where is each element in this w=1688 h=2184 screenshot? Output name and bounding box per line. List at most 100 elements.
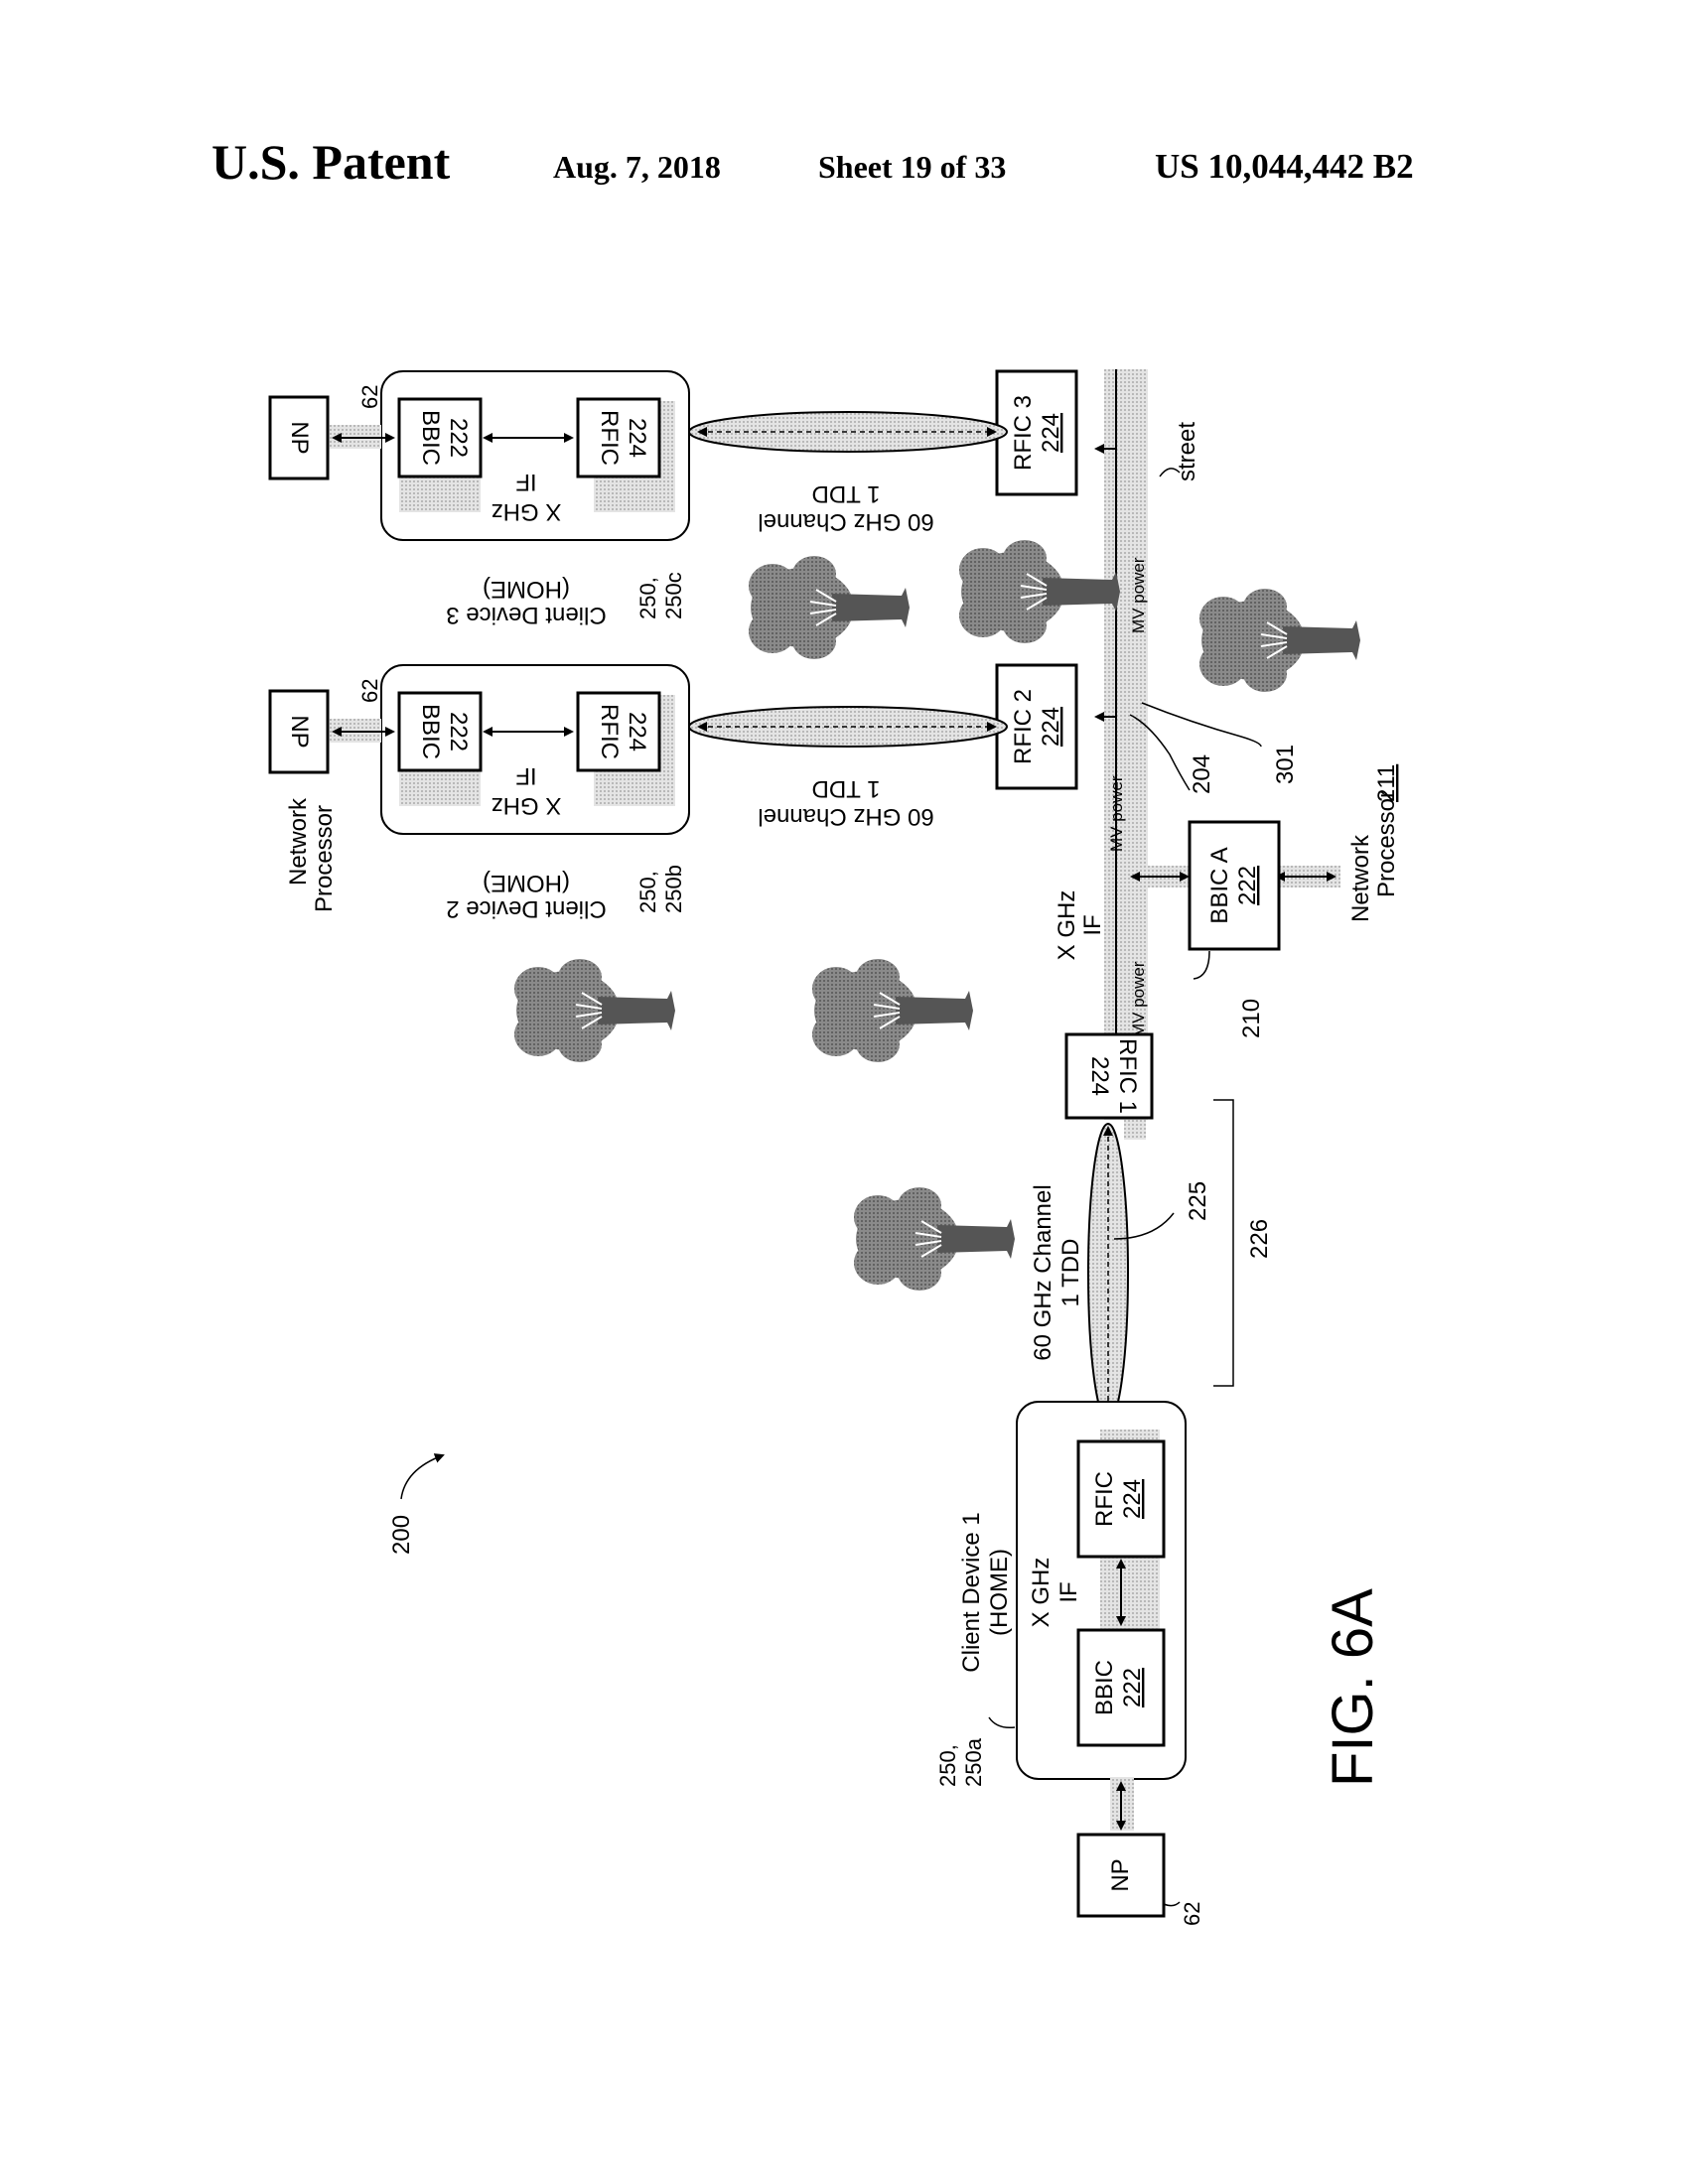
bbic-a-ref: 210 (1238, 999, 1265, 1038)
np-1-leader (1163, 1901, 1181, 1907)
svg-text:224: 224 (1086, 1056, 1113, 1096)
np-3: NP (268, 395, 330, 480)
pole-rfic-2: RFIC 2 224 (995, 663, 1078, 790)
svg-text:RFIC: RFIC (596, 410, 623, 466)
np-3-ref: 62 (357, 385, 382, 409)
channel-ellipse-2 (688, 706, 1008, 748)
svg-text:BBIC: BBIC (417, 704, 444, 759)
svg-text:222: 222 (1234, 866, 1261, 905)
svg-text:224: 224 (1038, 413, 1064, 453)
figure-label: FIG. 6A (1321, 1588, 1385, 1787)
svg-text:RFIC: RFIC (596, 704, 623, 759)
mv-power-label-3: MV power (1129, 557, 1148, 633)
street-leader (1159, 468, 1181, 478)
client-device-3-ref: 250, (635, 577, 660, 619)
np-2-caption-line1: Network (285, 797, 312, 886)
svg-text:BBIC: BBIC (417, 410, 444, 466)
sheet-number: Sheet 19 of 33 (818, 149, 1007, 185)
svg-text:IF: IF (1055, 1581, 1082, 1602)
client-device-2-sub: (HOME) (483, 870, 570, 896)
tree-icon (1198, 588, 1361, 693)
channel-3-line2: 1 TDD (812, 480, 881, 507)
tree-icon (748, 555, 911, 660)
client-device-1-title: Client Device 1 (958, 1512, 985, 1672)
svg-text:224: 224 (1038, 707, 1064, 747)
client-device-3-title: Client Device 3 (446, 602, 606, 628)
svg-text:224: 224 (1119, 1479, 1146, 1519)
channel-3-line1: 60 GHz Channel (758, 508, 933, 535)
channel-2-line1: 60 GHz Channel (758, 803, 933, 830)
ref-226: 226 (1246, 1219, 1273, 1259)
channel-2-line2: 1 TDD (812, 775, 881, 802)
np-211-line2: Processor (1373, 790, 1400, 897)
ref-225-leader (1113, 1212, 1175, 1240)
channel-1-line2: 1 TDD (1057, 1239, 1084, 1307)
svg-text:224: 224 (624, 418, 650, 458)
svg-text:RFIC 3: RFIC 3 (1010, 395, 1037, 471)
svg-text:X GHz: X GHz (492, 792, 562, 819)
ref-225: 225 (1185, 1181, 1211, 1221)
client-device-2-ref2: 250b (661, 865, 686, 913)
svg-text:NP: NP (286, 421, 313, 454)
np-211-num: 211 (1373, 764, 1400, 802)
mv-power-label-2: MV power (1107, 775, 1126, 852)
client-device-3-ref2: 250c (661, 572, 686, 619)
tree-icon (958, 539, 1121, 644)
ref-204: 204 (1189, 754, 1215, 794)
np-211-line1: Network (1347, 834, 1374, 922)
np-1-ref: 62 (1180, 1902, 1204, 1926)
tree-icon (853, 1186, 1016, 1292)
channel-1-line1: 60 GHz Channel (1030, 1184, 1056, 1360)
pole-rfic-3: RFIC 3 224 (995, 369, 1078, 496)
ref-226-bracket (1213, 1099, 1234, 1387)
svg-text:BBIC: BBIC (1091, 1660, 1118, 1715)
if-path-shading (1124, 1120, 1146, 1140)
np-1: NP (1076, 1833, 1166, 1918)
svg-text:224: 224 (624, 712, 650, 751)
system-ref-200: 200 (388, 1515, 415, 1555)
svg-text:RFIC: RFIC (1091, 1471, 1118, 1527)
client-device-3-sub: (HOME) (483, 576, 570, 603)
bbic-a-leader (1193, 950, 1210, 980)
svg-text:X GHz: X GHz (1028, 1558, 1055, 1628)
street-if-line2: IF (1079, 914, 1106, 935)
ref-301: 301 (1272, 745, 1299, 784)
system-ref-arrow (400, 1453, 445, 1500)
client-device-2: 222 BBIC 224 RFIC X GHz IF (380, 664, 690, 835)
client-device-3: 222 BBIC 224 RFIC X GHz IF (380, 370, 690, 541)
mv-power-label-1: MV power (1129, 961, 1148, 1037)
patent-number: US 10,044,442 B2 (1155, 147, 1414, 186)
ref-204-leader (1129, 714, 1191, 791)
tree-icon (513, 958, 676, 1063)
client-device-1-ref2: 250a (961, 1737, 986, 1787)
client-device-1: RFIC 224 BBIC 222 X GHz IF (1016, 1401, 1187, 1780)
svg-text:NP: NP (1107, 1858, 1134, 1891)
client-device-2-ref: 250, (635, 871, 660, 913)
tree-icon (811, 958, 974, 1063)
patent-date: Aug. 7, 2018 (553, 149, 721, 185)
np-2-ref: 62 (357, 679, 382, 703)
ref-301-leader (1141, 702, 1262, 748)
street-label: street (1174, 422, 1200, 481)
bbic-a: BBIC A 222 (1188, 820, 1281, 951)
channel-ellipse-1 (1087, 1123, 1129, 1423)
svg-text:RFIC 2: RFIC 2 (1010, 689, 1037, 764)
svg-text:NP: NP (286, 715, 313, 748)
pole-rfic-1: 224 RFIC 1 (1064, 1032, 1154, 1120)
street-if-line1: X GHz (1054, 890, 1080, 961)
svg-text:222: 222 (445, 418, 472, 458)
channel-ellipse-3 (688, 411, 1008, 453)
svg-text:IF: IF (515, 469, 536, 495)
svg-text:IF: IF (515, 762, 536, 789)
client-device-1-sub: (HOME) (986, 1549, 1013, 1636)
client-device-1-leader (988, 1716, 1016, 1729)
street-shading (1104, 369, 1148, 1120)
svg-text:222: 222 (1119, 1668, 1146, 1707)
np-2-caption-line2: Processor (311, 805, 338, 912)
svg-text:RFIC 1: RFIC 1 (1114, 1038, 1141, 1114)
patent-title: U.S. Patent (211, 134, 451, 190)
client-device-2-title: Client Device 2 (446, 895, 606, 922)
svg-text:BBIC A: BBIC A (1206, 847, 1233, 923)
svg-text:222: 222 (445, 712, 472, 751)
